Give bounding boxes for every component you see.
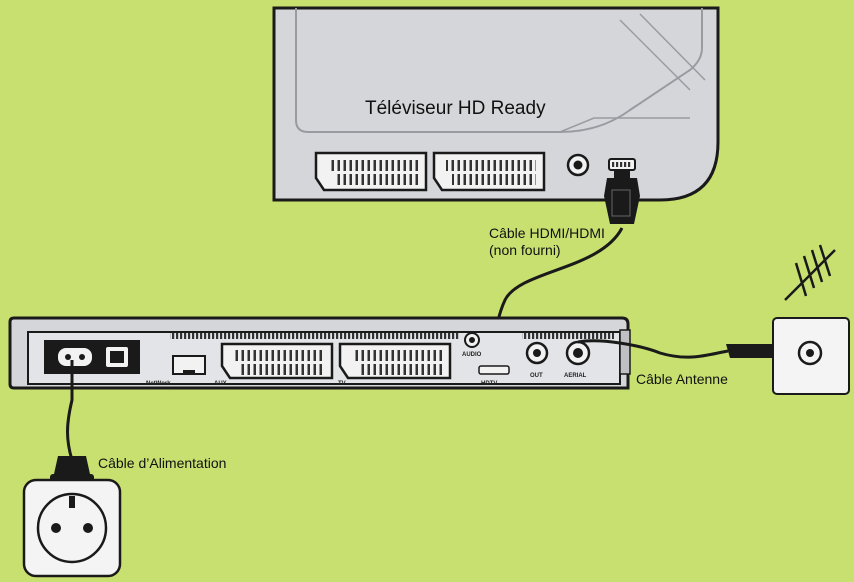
decoder-network-port: NetWork (146, 355, 206, 387)
hdmi-cable-label-line2: (non fourni) (489, 242, 561, 258)
tv-scart-connector-1 (314, 151, 428, 192)
port-label-hdtv: HDTV (481, 381, 497, 387)
television: Téléviseur HD Ready (272, 6, 720, 202)
power-socket (22, 478, 122, 578)
power-cable-label: Câble d’Alimentation (98, 455, 226, 471)
hdmi-cable-label-line1: Câble HDMI/HDMI (489, 225, 605, 241)
port-label-network: NetWork (146, 381, 171, 387)
antenna-cable-label: Câble Antenne (636, 371, 728, 387)
tv-rca-jack (566, 153, 590, 177)
port-label-aerial: AERIAL (564, 373, 587, 379)
decoder-tv-scart: TV (338, 342, 452, 387)
decoder-hdtv-port: HDTV (478, 365, 510, 387)
antenna-icon (784, 244, 836, 301)
tv-label: Téléviseur HD Ready (365, 98, 546, 119)
port-label-aux: AUX (214, 381, 227, 387)
tv-scart-connector-2 (432, 151, 546, 192)
hdmi-port-icon (478, 365, 510, 375)
decoder-power-panel (44, 340, 140, 374)
decoder-aux-scart: AUX (214, 342, 334, 387)
decoder-box: NetWork AUX TV AUDIO HDTV OUT (8, 316, 631, 390)
tv-hdmi-port (608, 158, 636, 171)
decoder-out-jack: OUT (525, 341, 549, 379)
port-label-audio: AUDIO (462, 352, 482, 358)
antenna-wall-socket (772, 317, 850, 395)
decoder-audio-jack: AUDIO (462, 332, 482, 358)
port-label-tv: TV (338, 381, 346, 387)
port-label-out: OUT (530, 373, 543, 379)
